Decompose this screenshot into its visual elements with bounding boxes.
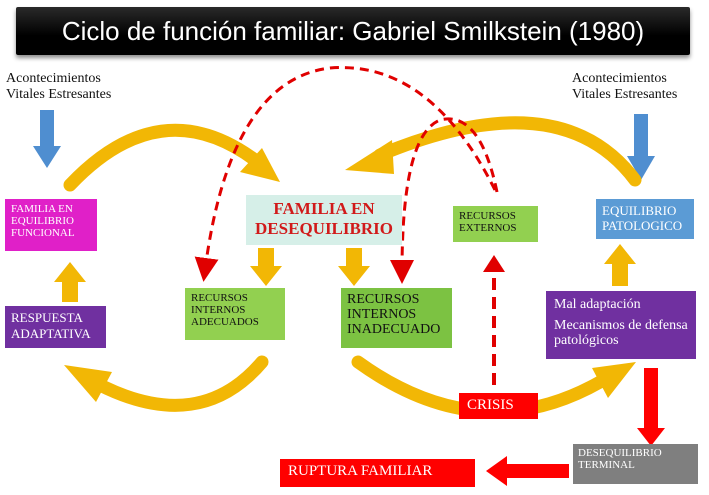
box-respuesta-adaptativa-line-1: RESPUESTA: [11, 310, 83, 325]
box-recursos-adecuados-line-2: INTERNOS: [191, 304, 246, 316]
stressors-label-right: Acontecimientos Vitales Estresantes: [572, 71, 677, 103]
arc-arrow-top-right: [345, 116, 642, 187]
box-equilibrio-patologico-line-1: EQUILIBRIO: [602, 203, 677, 218]
dashed-arrow-externos-to-adecuados: [194, 66, 497, 282]
stressors-left-line-1: Acontecimientos: [6, 71, 101, 86]
box-recursos-externos: RECURSOS EXTERNOS: [453, 206, 538, 242]
box-recursos-externos-line-1: RECURSOS: [459, 210, 516, 222]
box-familia-equilibrio-line-1: FAMILIA EN: [11, 203, 73, 215]
box-familia-desequilibrio: FAMILIA EN DESEQUILIBRIO: [246, 195, 402, 245]
box-mal-adaptacion-line-2: Mecanismos de defensa patológicos: [554, 318, 688, 348]
box-recursos-inadecuado-line-3: INADECUADO: [347, 322, 441, 337]
box-familia-equilibrio-line-3: FUNCIONAL: [11, 227, 75, 239]
box-recursos-adecuados-line-1: RECURSOS: [191, 292, 248, 304]
arrow-maladaptacion-to-patologico: [604, 244, 636, 286]
box-recursos-externos-line-2: EXTERNOS: [459, 222, 517, 234]
box-ruptura-familiar: RUPTURA FAMILIAR: [280, 459, 475, 487]
arrow-respuesta-to-equilibrio: [54, 262, 86, 302]
box-crisis: CRISIS: [459, 393, 538, 419]
box-recursos-internos-inadecuado: RECURSOS INTERNOS INADECUADO: [341, 288, 452, 348]
box-recursos-internos-adecuados: RECURSOS INTERNOS ADECUADOS: [185, 288, 285, 340]
stressor-arrow-right: [627, 114, 655, 180]
box-mal-adaptacion: Mal adaptación Mecanismos de defensa pat…: [546, 291, 696, 359]
stressors-label-left: Acontecimientos Vitales Estresantes: [6, 71, 111, 103]
box-familia-equilibrio-line-2: EQUILIBRIO: [11, 215, 74, 227]
box-respuesta-adaptativa: RESPUESTA ADAPTATIVA: [5, 306, 106, 348]
dashed-arrow-externos-to-inadecuado: [390, 117, 499, 284]
stressor-arrow-left: [33, 110, 61, 168]
stressors-left-line-2: Vitales Estresantes: [6, 87, 112, 102]
box-desequilibrio-terminal-line-1: DESEQUILIBRIO: [578, 447, 662, 459]
box-recursos-inadecuado-line-1: RECURSOS: [347, 292, 420, 307]
box-equilibrio-patologico: EQUILIBRIO PATOLOGICO: [596, 199, 694, 239]
box-familia-desequilibrio-line-1: FAMILIA EN: [273, 199, 375, 218]
box-desequilibrio-terminal: DESEQUILIBRIO TERMINAL: [573, 444, 698, 484]
box-mal-adaptacion-line-1: Mal adaptación: [554, 297, 641, 312]
box-recursos-inadecuado-line-2: INTERNOS: [347, 307, 417, 322]
diagram-title: Ciclo de función familiar: Gabriel Smilk…: [16, 7, 690, 55]
box-familia-equilibrio-funcional: FAMILIA EN EQUILIBRIO FUNCIONAL: [5, 199, 97, 251]
dashed-arrow-crisis-to-externos: [483, 255, 505, 385]
stressors-right-line-2: Vitales Estresantes: [572, 87, 678, 102]
arrow-maladaptacion-to-terminal: [637, 368, 665, 446]
box-respuesta-adaptativa-line-2: ADAPTATIVA: [11, 326, 91, 341]
arrow-desequilibrio-to-inadecuado: [338, 248, 370, 286]
arc-arrow-bottom-left: [64, 355, 269, 412]
arrow-desequilibrio-to-adecuados: [250, 248, 282, 286]
arrow-terminal-to-ruptura: [486, 456, 569, 486]
box-desequilibrio-terminal-line-2: TERMINAL: [578, 459, 635, 471]
box-familia-desequilibrio-line-2: DESEQUILIBRIO: [255, 219, 393, 238]
stressors-right-line-1: Acontecimientos: [572, 71, 667, 86]
box-equilibrio-patologico-line-2: PATOLOGICO: [602, 218, 683, 233]
box-recursos-adecuados-line-3: ADECUADOS: [191, 316, 259, 328]
arc-arrow-top-left: [63, 123, 280, 192]
